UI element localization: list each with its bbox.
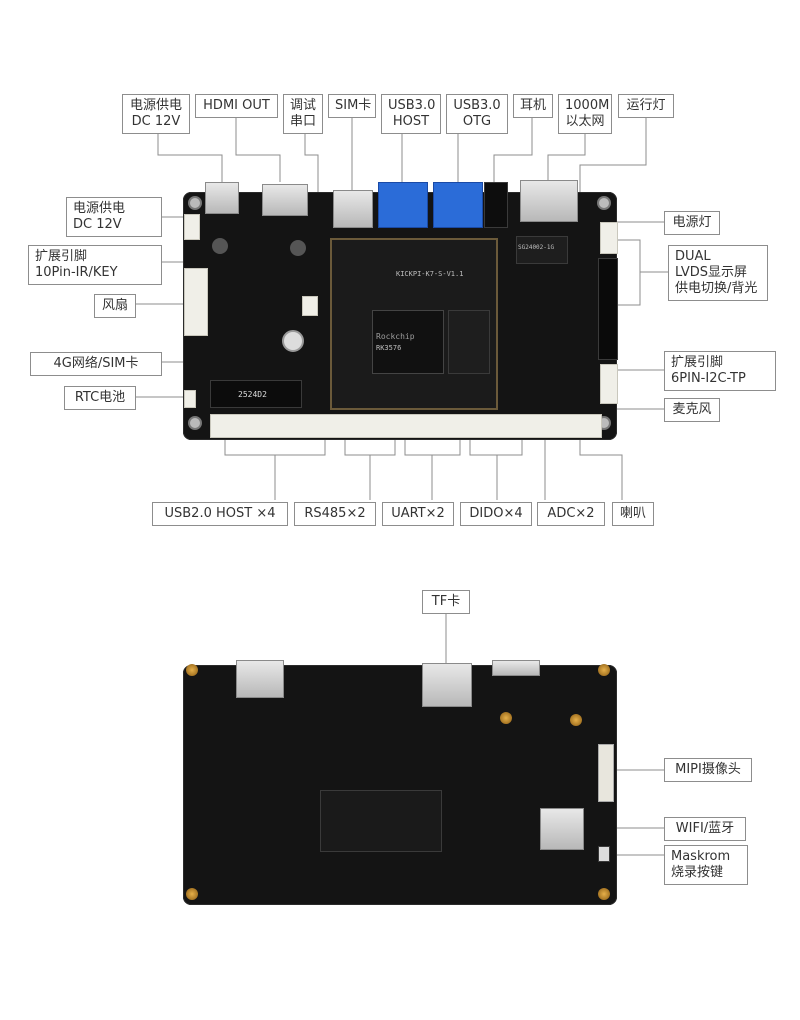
antenna-pad [500, 712, 512, 724]
m2-code: 2524D2 [238, 390, 267, 399]
buzzer [282, 330, 304, 352]
ext-6pin-connector [600, 364, 618, 404]
m2-slot [210, 380, 302, 408]
ext-10pin-connector [184, 268, 208, 336]
standoff [598, 664, 610, 676]
label-ethernet: 1000M 以太网 [558, 94, 612, 134]
label-debug-serial: 调试 串口 [283, 94, 323, 134]
label-usb20-host: USB2.0 HOST ×4 [152, 502, 288, 526]
label-uart: UART×2 [382, 502, 454, 526]
headphone-jack [484, 182, 508, 228]
som-silk: KICKPI-K7-S-V1.1 [396, 270, 464, 278]
label-rtc-battery: RTC电池 [64, 386, 136, 410]
antenna-pad [570, 714, 582, 726]
soc-chip [372, 310, 444, 374]
label-power-dc-top: 电源供电 DC 12V [122, 94, 190, 134]
label-adc: ADC×2 [537, 502, 605, 526]
mount-hole [597, 196, 611, 210]
maskrom-button [598, 846, 610, 862]
soc-model: RK3576 [376, 344, 402, 352]
label-ext-6pin: 扩展引脚 6PIN-I2C-TP [664, 351, 776, 391]
label-power-dc-left: 电源供电 DC 12V [66, 197, 162, 237]
fan-connector [302, 296, 318, 316]
standoff [186, 664, 198, 676]
soc-brand: Rockchip [376, 332, 415, 341]
back-board [183, 665, 617, 905]
dc-connector-left [184, 214, 200, 240]
usb30-otg-port [433, 182, 483, 228]
mount-hole [188, 196, 202, 210]
standoff [186, 888, 198, 900]
label-headphone: 耳机 [513, 94, 553, 118]
label-usb30-otg: USB3.0 OTG [446, 94, 508, 134]
label-power-led: 电源灯 [664, 211, 720, 235]
capacitor [290, 240, 306, 256]
label-4g-sim: 4G网络/SIM卡 [30, 352, 162, 376]
label-fan: 风扇 [94, 294, 136, 318]
hdmi-port [262, 184, 308, 216]
label-speaker: 喇叭 [612, 502, 654, 526]
label-wifi-bt: WIFI/蓝牙 [664, 817, 746, 841]
phy-chip-label: SG24002-1G [518, 244, 555, 251]
sim-slot [333, 190, 373, 228]
lvds-connector [600, 222, 618, 254]
mount-hole [188, 416, 202, 430]
label-mipi-camera: MIPI摄像头 [664, 758, 752, 782]
tf-card-slot [422, 663, 472, 707]
capacitor [212, 238, 228, 254]
label-sim-card: SIM卡 [328, 94, 376, 118]
label-usb30-host: USB3.0 HOST [381, 94, 441, 134]
mipi-connector [598, 744, 614, 802]
back-bga-area [320, 790, 442, 852]
label-dual-lvds: DUAL LVDS显示屏 供电切换/背光 [668, 245, 768, 301]
dc-jack-top [205, 182, 239, 214]
usb30-host-port [378, 182, 428, 228]
label-ext-10pin: 扩展引脚 10Pin-IR/KEY [28, 245, 162, 285]
label-rs485: RS485×2 [294, 502, 376, 526]
back-ethernet [236, 660, 284, 698]
label-tf-card: TF卡 [422, 590, 470, 614]
standoff [598, 888, 610, 900]
rtc-connector [184, 390, 196, 408]
phy-chip [516, 236, 568, 264]
label-microphone: 麦克风 [664, 398, 720, 422]
label-maskrom: Maskrom 烧录按键 [664, 845, 748, 885]
wifi-module [540, 808, 584, 850]
label-hdmi-out: HDMI OUT [195, 94, 278, 118]
ethernet-port [520, 180, 578, 222]
memory-chip [448, 310, 490, 374]
lvds-header [598, 258, 618, 360]
bottom-terminal-row [210, 414, 602, 438]
back-hdmi [492, 660, 540, 676]
label-run-led: 运行灯 [618, 94, 674, 118]
label-dido: DIDO×4 [460, 502, 532, 526]
